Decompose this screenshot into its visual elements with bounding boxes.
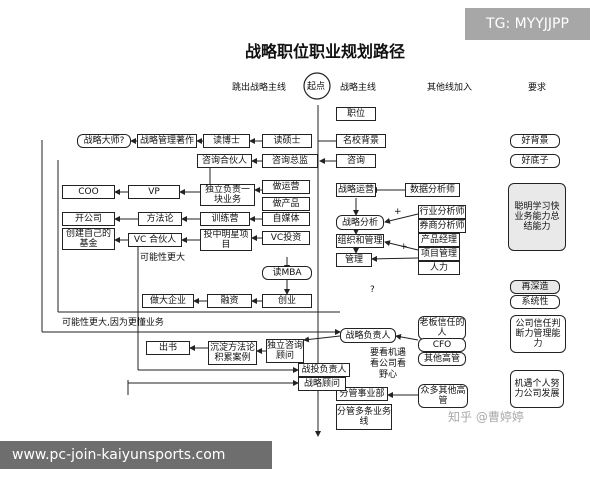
header-requirements: 要求 (528, 83, 547, 93)
node-laoban-xinren: 老板信任的人 (418, 316, 466, 340)
start-label: 起点 (307, 82, 326, 92)
node-vc-touzi: VC投资 (262, 231, 310, 245)
req-jiyu: 机遇个人努力公司发展 (510, 370, 564, 408)
req-congming: 聪明学习快业务能力总结能力 (508, 183, 566, 251)
node-kai-gongsi: 开公司 (62, 212, 115, 226)
node-zhiwei: 职位 (336, 107, 376, 121)
note-yao-kan: 要看机遇看公司看野心 (369, 348, 406, 380)
node-du-mba: 读MBA (262, 266, 312, 280)
node-zhantou-fuze: 战投负责人 (298, 363, 350, 377)
node-zhongduo-gaoguan: 众多其他高管 (418, 384, 468, 408)
node-hangye-fenxishi: 行业分析师 (418, 205, 466, 219)
node-fangfalun: 方法论 (138, 212, 182, 226)
node-qita-gaoguan: 其他高管 (418, 352, 466, 366)
node-touzhong: 投中明星项目 (200, 229, 252, 251)
node-cfo: CFO (418, 338, 466, 352)
node-xunlianying: 训练营 (200, 212, 250, 226)
header-main-line: 战略主线 (340, 83, 377, 93)
node-shuoshi: 读硕士 (262, 134, 312, 148)
node-coo: COO (62, 185, 115, 199)
node-zixun-hehuoren: 咨询合伙人 (197, 154, 252, 168)
header-other-line: 其他线加入 (427, 83, 473, 93)
node-guanli-zhuzuo: 战略管理著作 (137, 134, 197, 148)
note-plus-1: + (394, 207, 402, 217)
req-gongsi-xinren: 公司信任判断力管理能力 (510, 315, 566, 353)
node-xiangmu-guanli: 项目管理 (418, 247, 460, 261)
node-quanshang-fenxishi: 券商分析师 (418, 219, 466, 233)
node-shuju-fenxishi: 数据分析师 (405, 183, 460, 197)
zhihu-watermark: 知乎 @曹婷婷 (448, 410, 524, 424)
node-guanli: 管理 (336, 253, 372, 267)
node-zhanlue-guwen: 战略顾问 (298, 377, 346, 391)
node-zimeiti: 自媒体 (262, 212, 310, 226)
node-zixun: 咨询 (336, 154, 376, 168)
node-zhanlue-yunying: 战略运营 (336, 183, 376, 197)
note-plus-2: + (400, 242, 408, 252)
node-dashi: 战略大师? (77, 134, 131, 148)
node-fenguan-shiyebu: 分管事业部 (336, 387, 388, 401)
node-zuo-chanpin: 做产品 (262, 197, 310, 211)
watermark-tag: TG: MYYJJPP (465, 8, 590, 40)
req-hao-dizi: 好底子 (510, 154, 560, 168)
node-mingxiao: 名校背景 (336, 134, 386, 148)
node-zixun-zongjian: 咨询总监 (262, 154, 318, 168)
req-zai-shenzao: 再深造 (510, 280, 560, 294)
node-zuzhi-guanli: 组织和管理 (336, 234, 384, 248)
diagram-title: 战略职位职业规划路径 (245, 42, 406, 61)
node-renli: 人力 (418, 261, 460, 275)
node-vc-hehuoren: VC 合伙人 (128, 233, 182, 247)
node-rongzi: 融资 (207, 294, 252, 308)
header-jump-line: 跳出战略主线 (232, 83, 287, 93)
req-hao-beijing: 好背景 (510, 134, 560, 148)
node-zuoda-qiye: 做大企业 (142, 294, 194, 308)
note-kenengxing: 可能性更大 (140, 253, 186, 263)
node-fenguan-duotiao: 分管多条业务线 (336, 404, 392, 430)
node-chenxian: 沉淀方法论积累案例 (208, 341, 257, 365)
note-question: ? (370, 285, 375, 295)
node-chanpin-jingli: 产品经理 (418, 233, 460, 247)
node-chuangjian-jijin: 创建自己的基金 (62, 228, 115, 250)
node-chushu: 出书 (146, 341, 190, 355)
node-duli-fuze: 独立负责一块业务 (200, 184, 255, 206)
node-duli-zixun: 独立咨询顾问 (266, 339, 304, 363)
node-zhanlue-fenxi: 战略分析 (336, 215, 384, 230)
node-vp: VP (128, 185, 180, 199)
node-fuze-ren: 战略负责人 (340, 328, 396, 343)
person-icon: 起点 (297, 72, 337, 106)
note-kenengxing-yewu: 可能性更大,因为更懂业务 (62, 318, 164, 328)
footer-url-banner: www.pc-join-kaiyunsports.com (0, 441, 272, 469)
node-boshi: 读博士 (203, 134, 250, 148)
node-chuangye: 创业 (262, 294, 312, 308)
req-xitongxing: 系统性 (510, 295, 560, 309)
node-zuo-yunying: 做运营 (262, 180, 310, 194)
